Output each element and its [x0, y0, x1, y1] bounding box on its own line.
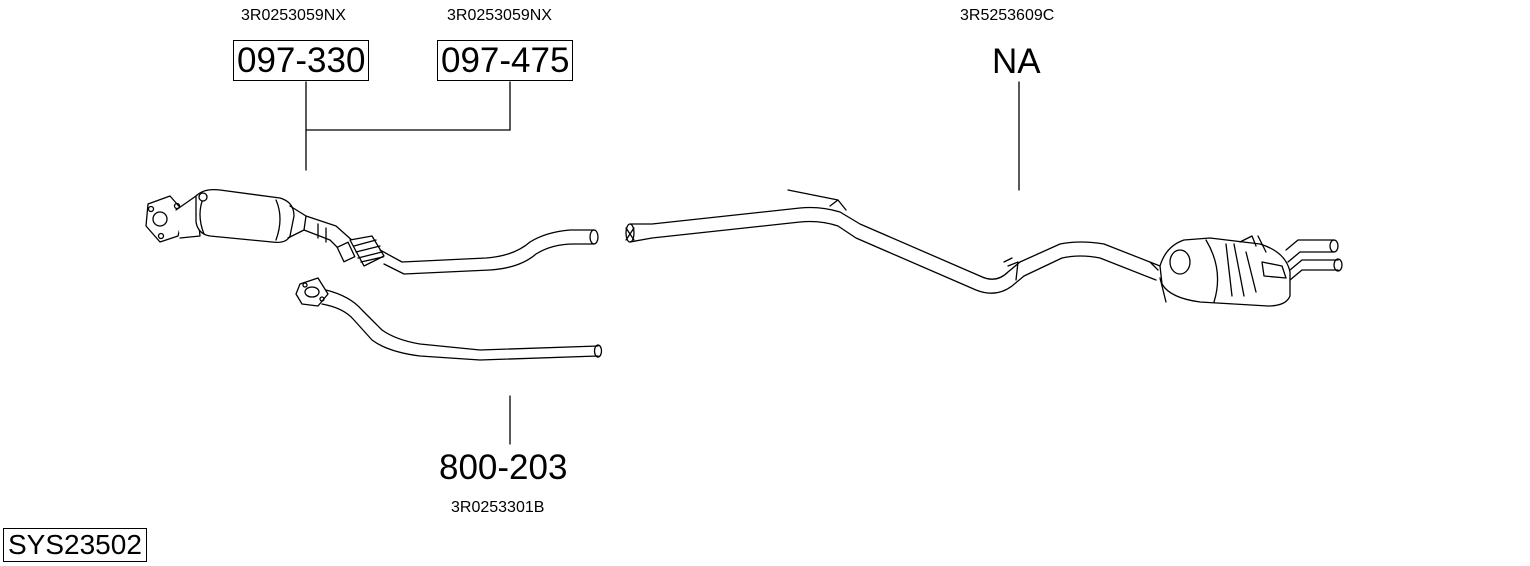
front-pipe-drawing: [295, 277, 603, 361]
rear-section-drawing: [625, 189, 1343, 307]
oem-number-097-475: 3R0253059NX: [447, 7, 552, 24]
part-number-097-475[interactable]: 097-475: [437, 40, 574, 81]
part-number-800-203[interactable]: 800-203: [439, 448, 568, 487]
part-number-097-330[interactable]: 097-330: [233, 40, 370, 81]
oem-number-rear-section: 3R5253609C: [960, 7, 1055, 24]
system-code-label: SYS23502: [3, 528, 147, 562]
oem-number-800-203: 3R0253301B: [451, 499, 545, 516]
catalyst-assembly-drawing: [145, 188, 599, 275]
part-number-rear-section[interactable]: NA: [992, 42, 1041, 81]
leader-lines-catalyst: [305, 81, 511, 171]
oem-number-097-330: 3R0253059NX: [241, 7, 346, 24]
